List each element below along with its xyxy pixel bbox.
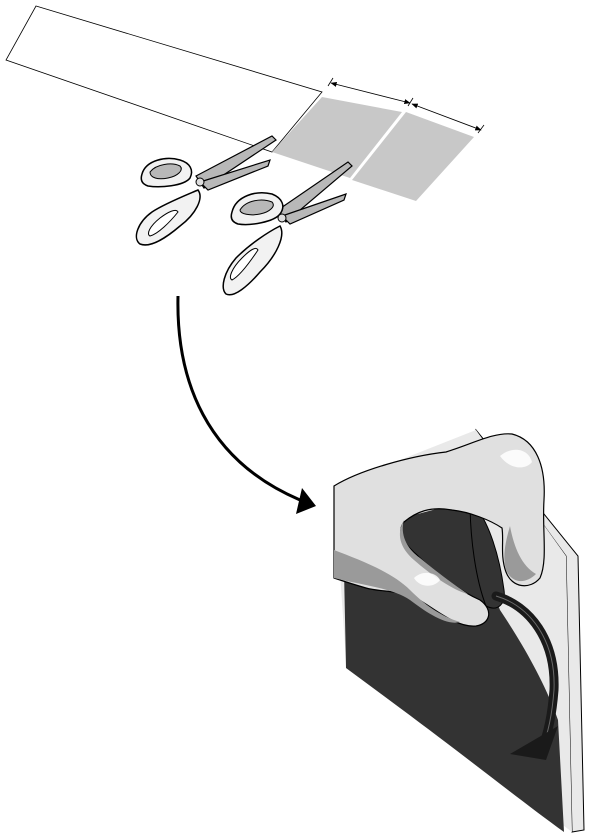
scissors-1 [136, 136, 276, 245]
transition-arrow [178, 296, 316, 514]
scissors-2 [223, 162, 352, 295]
paper-strip [6, 6, 322, 152]
cutting-step [6, 6, 484, 295]
peeling-step [334, 430, 584, 832]
